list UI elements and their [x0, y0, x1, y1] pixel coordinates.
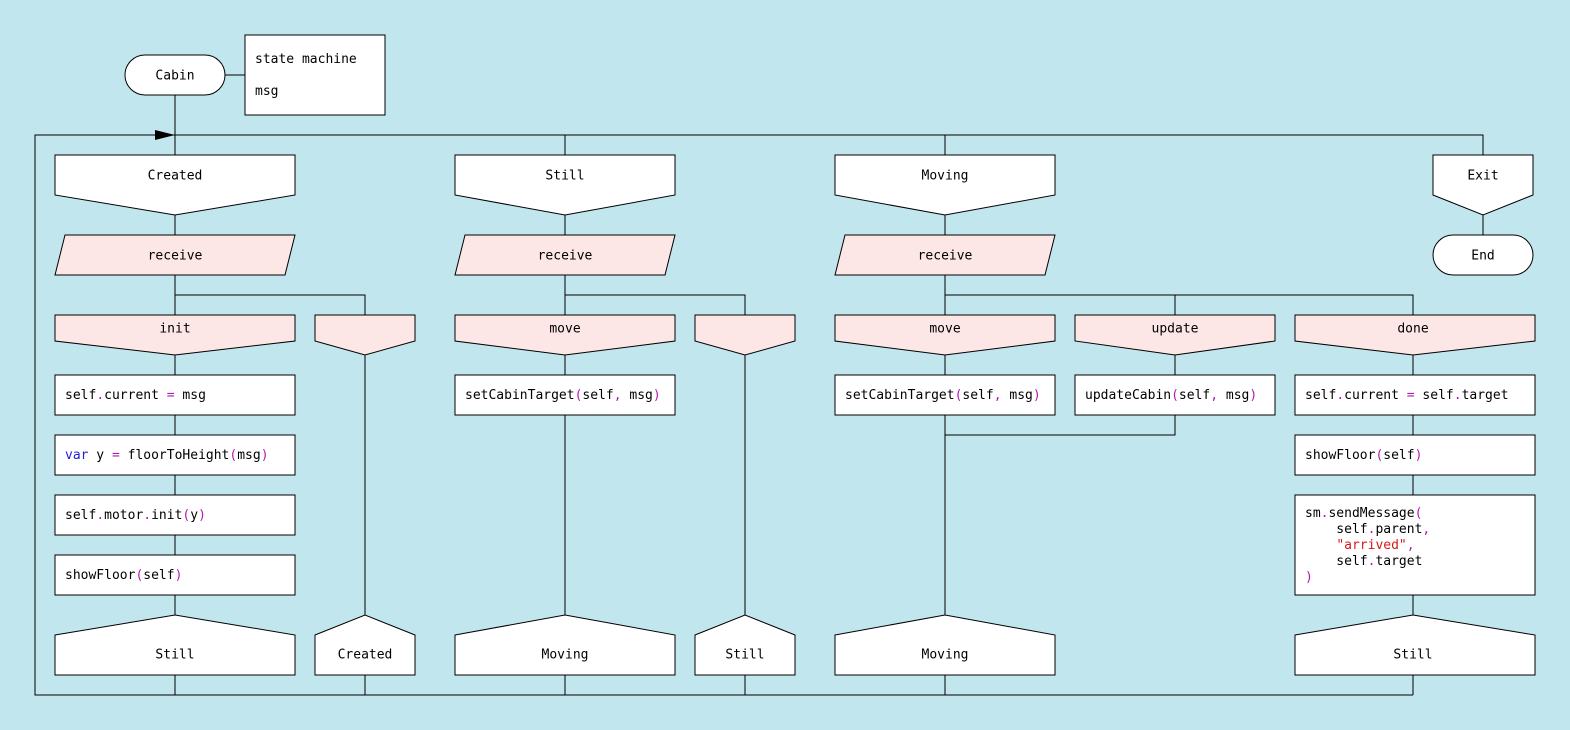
case-init-label: init: [159, 322, 190, 337]
send-message-line-3: "arrived",: [1305, 538, 1415, 553]
next-state-moving-label: Moving: [542, 648, 589, 663]
case-still-move: move: [454, 314, 676, 356]
state-header-still: Still: [454, 154, 676, 216]
action-init-2: var y = floorToHeight(msg): [54, 434, 296, 476]
case-still-move-label: move: [549, 322, 580, 337]
action-init-2-code: var y = floorToHeight(msg): [65, 448, 269, 463]
action-moving-update: updateCabin(self, msg): [1074, 374, 1276, 416]
action-init-1: self.current = msg: [54, 374, 296, 416]
next-state-created: Created: [314, 614, 416, 676]
send-message-line-1: sm.sendMessage(: [1305, 506, 1422, 521]
end-label: End: [1471, 249, 1494, 264]
receive-still: receive: [454, 234, 676, 276]
connector-lines: [34, 74, 1484, 696]
state-header-moving-label: Moving: [922, 169, 969, 184]
params-box: state machine msg: [244, 34, 386, 116]
case-moving-update: update: [1074, 314, 1276, 356]
case-still-default: [694, 314, 796, 356]
case-moving-done-label: done: [1397, 322, 1428, 337]
send-message-line-4: self.target: [1305, 554, 1422, 569]
loop-arrow-icon: [155, 130, 175, 140]
receive-still-label: receive: [538, 249, 593, 264]
next-state-moving-2: Moving: [834, 614, 1056, 676]
action-init-4-code: showFloor(self): [65, 568, 182, 583]
next-state-created-label: Created: [338, 648, 393, 663]
state-header-created: Created: [54, 154, 296, 216]
params-line-2: msg: [255, 84, 278, 99]
state-header-exit: Exit: [1432, 154, 1534, 216]
state-header-exit-label: Exit: [1467, 169, 1498, 184]
send-message-line-2: self.parent,: [1305, 522, 1430, 537]
next-state-still-2-label: Still: [725, 648, 764, 663]
start-terminator: Cabin: [124, 54, 226, 96]
next-state-still-3-label: Still: [1393, 648, 1432, 663]
action-moving-done-2-code: showFloor(self): [1305, 448, 1422, 463]
case-init: init: [54, 314, 296, 356]
next-state-still-label: Still: [155, 648, 194, 663]
case-moving-update-label: update: [1152, 322, 1199, 337]
send-message-line-5: ): [1305, 570, 1313, 585]
action-init-3: self.motor.init(y): [54, 494, 296, 536]
case-created-default: [314, 314, 416, 356]
start-label: Cabin: [155, 69, 194, 84]
action-moving-done-1: self.current = self.target: [1294, 374, 1536, 416]
action-init-1-code: self.current = msg: [65, 388, 206, 403]
next-state-moving: Moving: [454, 614, 676, 676]
state-header-still-label: Still: [545, 169, 584, 184]
next-state-still: Still: [54, 614, 296, 676]
action-moving-done-2: showFloor(self): [1294, 434, 1536, 476]
next-state-moving-2-label: Moving: [922, 648, 969, 663]
receive-moving: receive: [834, 234, 1056, 276]
receive-created-label: receive: [148, 249, 203, 264]
action-still-move-code: setCabinTarget(self, msg): [465, 388, 661, 403]
action-init-4: showFloor(self): [54, 554, 296, 596]
next-state-still-2: Still: [694, 614, 796, 676]
receive-moving-label: receive: [918, 249, 973, 264]
params-line-1: state machine: [255, 52, 357, 67]
action-moving-move-code: setCabinTarget(self, msg): [845, 388, 1041, 403]
action-send-message: sm.sendMessage( self.parent, "arrived", …: [1294, 494, 1536, 596]
state-header-moving: Moving: [834, 154, 1056, 216]
action-still-move: setCabinTarget(self, msg): [454, 374, 676, 416]
case-moving-move-label: move: [929, 322, 960, 337]
action-moving-done-1-code: self.current = self.target: [1305, 388, 1509, 403]
action-moving-move: setCabinTarget(self, msg): [834, 374, 1056, 416]
action-moving-update-code: updateCabin(self, msg): [1085, 388, 1257, 403]
case-moving-done: done: [1294, 314, 1536, 356]
next-state-still-3: Still: [1294, 614, 1536, 676]
receive-created: receive: [54, 234, 296, 276]
end-terminator: End: [1432, 234, 1534, 276]
action-init-3-code: self.motor.init(y): [65, 508, 206, 523]
state-header-created-label: Created: [148, 169, 203, 184]
case-moving-move: move: [834, 314, 1056, 356]
